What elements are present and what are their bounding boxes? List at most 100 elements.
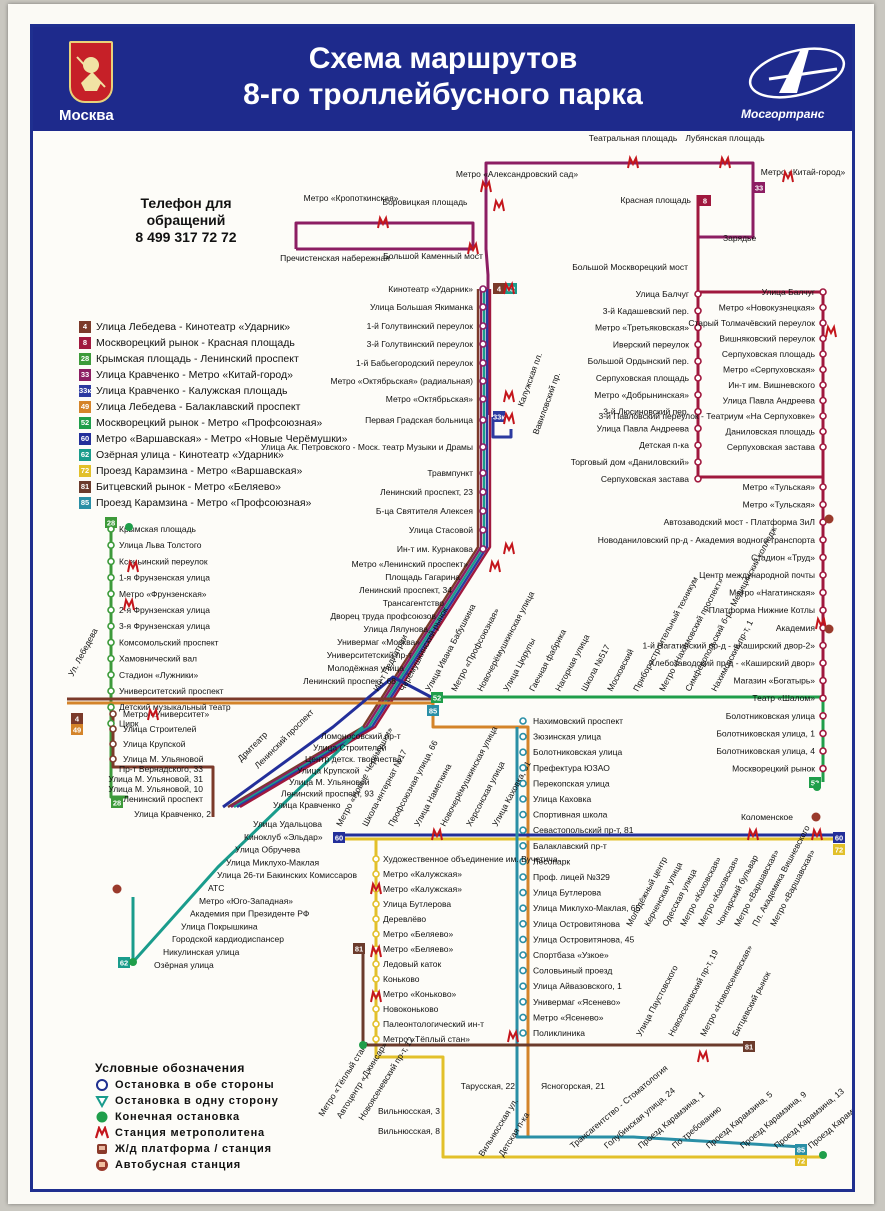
metro-m-icon <box>370 943 382 958</box>
route-badge: 81 <box>79 481 91 493</box>
station-label: Ин-т им. Вишневского <box>728 380 815 390</box>
station-label: Большой Каменный мост <box>383 251 483 261</box>
route-tag <box>699 195 711 206</box>
station-label: Университетский пр-т <box>327 650 412 660</box>
metro-m-icon <box>370 988 382 1003</box>
station-label: Метро «Китай-город» <box>761 167 846 177</box>
trunk-line-0 <box>227 289 480 809</box>
route-description: Озёрная улица - Кинотеатр «Ударник» <box>96 449 284 461</box>
stop-marker <box>694 323 702 332</box>
metro-m-icon <box>815 615 827 630</box>
station-label: Улица Миклухо-Маклая <box>226 857 319 867</box>
metro-m-icon <box>377 214 389 229</box>
stop-marker <box>479 285 487 293</box>
station-label: Улица М. Ульяновой <box>123 754 204 764</box>
station-label: Травмпункт <box>427 468 473 478</box>
route-tag <box>743 1041 755 1052</box>
station-label: Улица 26-ти Бакинских Комиссаров <box>217 870 358 880</box>
station-label: Улица Строителей <box>123 724 197 734</box>
station-label: Большой Ордынский пер. <box>588 356 689 366</box>
station-label: Серпуховская площадь <box>722 349 816 359</box>
station-label: АТС <box>208 883 224 893</box>
stop-marker <box>694 458 702 466</box>
stop-marker <box>519 873 527 881</box>
station-label: Ленинский проспект, 23 <box>380 487 473 497</box>
route-description: Проезд Карамзина - Метро «Варшавская» <box>96 465 303 477</box>
stop-marker <box>819 303 827 312</box>
station-label: Ледовый каток <box>383 959 442 969</box>
station-label: Дворец труда профсоюзов <box>330 611 436 621</box>
bus-station-icon <box>112 884 122 894</box>
key-label-both: Остановка в обе стороны <box>115 1079 275 1091</box>
metro-m-icon <box>811 826 823 841</box>
station-label: Улица Бутлерова <box>383 899 451 909</box>
route-description: Битцевский рынок - Метро «Беляево» <box>96 481 281 493</box>
station-label: Универмаг «Ясенево» <box>533 997 621 1007</box>
stop-marker <box>479 507 487 515</box>
stop-marker <box>479 469 487 477</box>
stop-marker <box>372 900 380 908</box>
station-label: Улица Стасовой <box>409 525 473 535</box>
metro-m-icon <box>493 197 505 212</box>
route60-diagonal <box>222 675 432 809</box>
station-label: 3-й Павловский переулок - Театриум «На С… <box>599 411 816 421</box>
route33-loop-west <box>294 221 475 251</box>
station-label: Калужская пл. <box>515 351 544 407</box>
key-row-bus: Автобусная станция <box>95 1157 279 1173</box>
route62-line <box>131 725 365 964</box>
stop-marker <box>819 676 827 685</box>
station-label: Метро «Добрынинская» <box>594 390 689 400</box>
route-tag <box>493 411 505 422</box>
metro-m-icon <box>489 558 501 573</box>
station-label: Улица Островитянова, 45 <box>533 934 634 944</box>
station-label: Б-ца Святителя Алексея <box>376 506 473 516</box>
stop-marker <box>107 622 115 631</box>
stop-marker <box>372 1005 380 1013</box>
metro-m-icon <box>627 154 639 169</box>
route-badge: 4 <box>79 321 91 333</box>
station-label: Вильнюсская, 3 <box>378 1106 440 1116</box>
stop-marker <box>107 541 115 550</box>
stop-marker <box>519 919 527 928</box>
key-row-metro: Станция метрополитена <box>95 1125 279 1141</box>
phone-number: 8 499 317 72 72 <box>135 229 237 245</box>
stop-marker <box>519 779 527 788</box>
stop-marker <box>819 747 827 755</box>
stop-marker <box>107 638 115 647</box>
route-badge: 28 <box>79 353 91 365</box>
stop-marker <box>519 1029 527 1037</box>
stop-marker <box>109 755 117 763</box>
station-label: Метро «Профсоюзная» <box>449 606 501 693</box>
stop-marker <box>109 725 117 733</box>
station-label: Первая Градская больница <box>365 415 473 425</box>
stop-marker <box>519 795 527 803</box>
station-label: Метро «Тёплый стан» <box>383 1034 470 1044</box>
route-tag-label: 8 <box>703 197 707 206</box>
stop-marker <box>519 888 527 897</box>
station-label: Центр детск. творчества <box>305 754 402 764</box>
station-label: Академия <box>776 623 816 633</box>
stop-marker <box>819 711 827 720</box>
stop-marker <box>819 381 827 389</box>
route-tag <box>118 957 130 968</box>
route85-line <box>515 727 804 1149</box>
station-label: Деревлёво <box>383 914 426 924</box>
stop-marker <box>694 441 702 450</box>
station-label: Метро «Тульская» <box>743 482 816 492</box>
metro-m-icon <box>95 1126 109 1139</box>
route-tag-label: 85 <box>429 707 437 716</box>
phone-block: Телефон для обращений 8 499 317 72 72 <box>121 195 251 246</box>
station-label: Серпуховская застава <box>727 442 815 452</box>
station-label: Тарусская, 22 <box>461 1081 516 1091</box>
stop-marker <box>819 553 827 562</box>
station-label: Метро «Октябрьская» (радиальная) <box>330 376 473 386</box>
stop-marker <box>519 951 527 959</box>
station-label: Боровицкая площадь <box>383 197 469 207</box>
stop-marker <box>819 606 827 615</box>
station-label: Поликлиника <box>533 1028 585 1038</box>
station-label: Центр международной почты <box>699 570 815 580</box>
stop-marker <box>519 935 527 944</box>
station-label: Улица Лялунова <box>364 624 429 634</box>
